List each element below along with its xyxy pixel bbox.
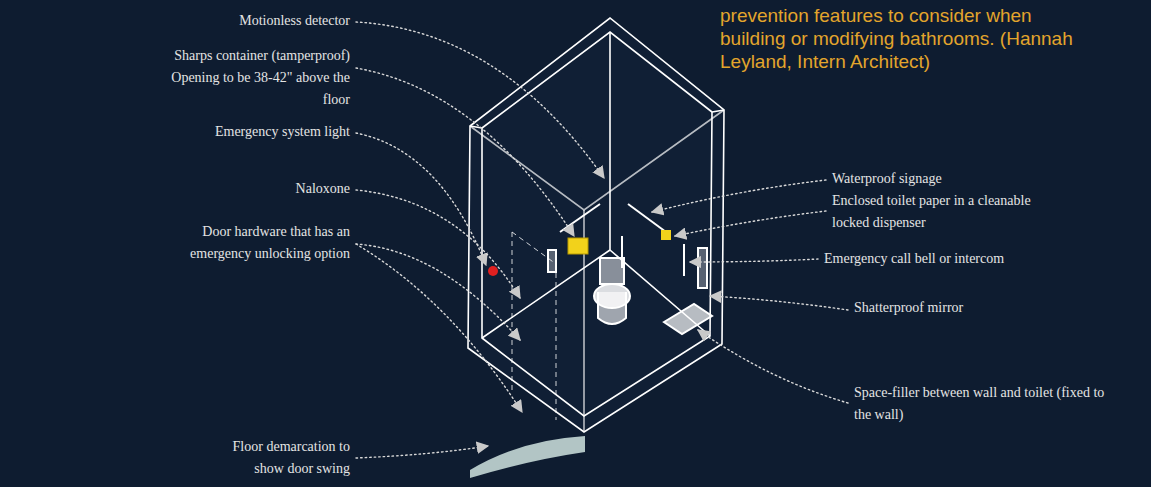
callout-label: Shatterproof mirror [854, 297, 1054, 319]
caption: prevention features to consider when bui… [720, 4, 1088, 73]
leader-lines [356, 22, 848, 458]
callout-label: Space-filler between wall and toilet (fi… [854, 382, 1124, 426]
emergency-light [488, 266, 498, 276]
callout-label: Waterproof signage [832, 168, 1032, 190]
callout-label: Emergency system light [130, 121, 350, 143]
toilet-paper-dispenser [661, 230, 671, 240]
callout-label: Naloxone [130, 178, 350, 200]
fixtures [548, 204, 712, 334]
callout-label: Emergency call bell or intercom [824, 248, 1084, 270]
room-outline [468, 18, 724, 432]
callout-label: Sharps container (tamperproof) Opening t… [145, 45, 350, 111]
sharps-container [568, 238, 588, 254]
callout-label: Floor demarcation to show door swing [200, 436, 350, 480]
callout-label: Door hardware that has an emergency unlo… [155, 221, 350, 265]
callout-label: Motionless detector [130, 10, 350, 32]
callout-label: Enclosed toilet paper in a cleanable loc… [832, 190, 1052, 234]
floor-demarcation [470, 436, 585, 478]
door [512, 232, 556, 420]
